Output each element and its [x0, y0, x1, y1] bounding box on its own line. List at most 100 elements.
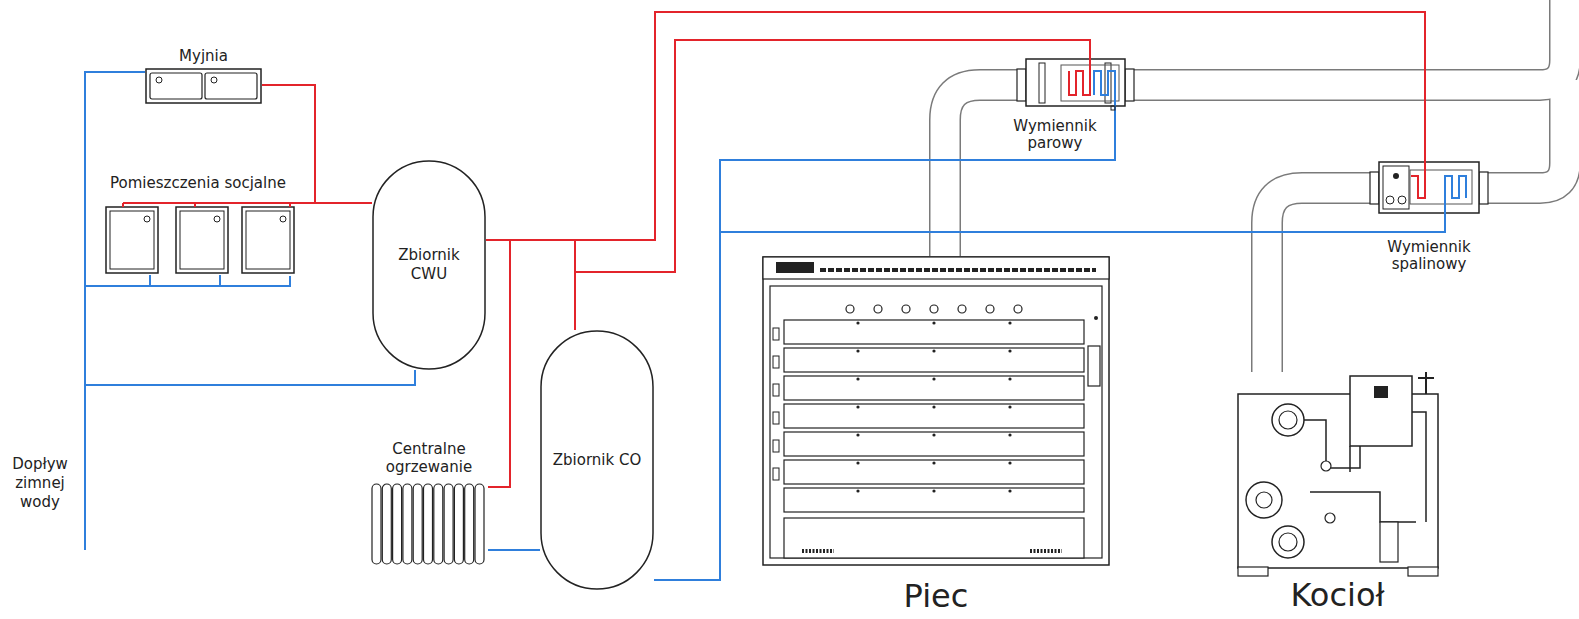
drawing-part [820, 268, 1096, 272]
drawing-part [1256, 492, 1272, 508]
hot-water-pipe [486, 240, 575, 330]
drawing-part [180, 211, 224, 269]
drawing-part [1017, 69, 1026, 101]
drawing-part [1014, 305, 1022, 313]
return-water-pipe [654, 110, 1115, 580]
drawing-part [802, 549, 1062, 553]
steam-exchanger: Wymiennik parowy [1017, 55, 1134, 110]
hot-water-pipe [486, 40, 1090, 272]
drawing-part [1238, 567, 1268, 576]
pipe-line [488, 549, 540, 551]
node-label: Zbiornik CWU [383, 246, 475, 284]
return-water-pipe [85, 276, 415, 385]
drawing-part [1246, 482, 1282, 518]
drawing-part [1425, 176, 1445, 215]
drawing-part [393, 484, 402, 564]
hot-water-tank: Zbiornik CWU [372, 160, 486, 370]
drawing-part [1094, 71, 1115, 110]
drawing-part [773, 384, 779, 396]
drawing-part [856, 489, 859, 492]
pipe-line [85, 276, 415, 385]
pipe-line [486, 240, 510, 487]
drawing-part [856, 349, 859, 352]
drawing-part [902, 305, 910, 313]
drawing-part [932, 349, 935, 352]
drawing-part [1088, 346, 1100, 386]
drawing-part [1094, 316, 1098, 320]
node-label: Kocioł [1238, 577, 1438, 613]
drawing-part [1479, 172, 1488, 204]
flue-pipe-continuation [1130, 0, 1565, 188]
drawing-part [1379, 162, 1479, 213]
drawing-part [1272, 404, 1304, 436]
pipe-line [85, 72, 415, 385]
drawing-part [773, 328, 779, 340]
drawing-part [856, 377, 859, 380]
drawing-part [1398, 196, 1406, 204]
shape-outline [100, 198, 296, 276]
supply-label: Dopływ zimnej wody [4, 455, 76, 512]
flue-pipe-wall [945, 85, 1017, 256]
drawing-part [1374, 386, 1388, 398]
drawing-part [403, 484, 412, 564]
drawing-part [1393, 173, 1399, 179]
hot-water-pipe [486, 240, 510, 487]
drawing-part [773, 440, 779, 452]
drawing-part [1111, 106, 1115, 110]
water-layer [85, 12, 1445, 580]
steam-boiler: Kocioł [1230, 372, 1445, 577]
drawing-part [156, 77, 162, 83]
drawing-part [776, 262, 814, 273]
drawing-part [856, 321, 859, 324]
shape-outline [1017, 55, 1134, 110]
drawing-part [932, 377, 935, 380]
drawing-part [413, 484, 422, 564]
drawing-part [856, 433, 859, 436]
bakery-oven: Piec [762, 256, 1110, 566]
drawing-part [1411, 160, 1425, 198]
drawing-part [1370, 172, 1379, 204]
drawing-part [1069, 55, 1090, 95]
drawing-part [110, 211, 154, 269]
drawing-part [856, 461, 859, 464]
drawing-part [784, 488, 1084, 512]
drawing-part [475, 484, 484, 564]
drawing-part [211, 77, 217, 83]
return-water-pipe [654, 215, 1445, 580]
drawing-part [784, 518, 1084, 558]
drawing-part [784, 348, 1084, 372]
drawing-part [784, 320, 1084, 344]
drawing-part [1272, 526, 1304, 558]
drawing-part [1008, 489, 1011, 492]
drawing-part [150, 73, 202, 99]
drawing-part [1008, 405, 1011, 408]
node-label: Myjnia [144, 47, 264, 65]
pipe-line [296, 202, 372, 204]
drawing-part [932, 405, 935, 408]
node-label: Pomieszczenia socjalne [78, 174, 318, 192]
flue-pipe-inner [1267, 188, 1370, 372]
drawing-part [1383, 166, 1409, 209]
drawing-part [1008, 349, 1011, 352]
drawing-part [242, 207, 294, 273]
pipe-line [654, 215, 1445, 580]
drawing-part [1445, 176, 1466, 215]
drawing-part [373, 161, 485, 369]
drawing-part [932, 489, 935, 492]
drawing-part [424, 484, 433, 564]
drawing-part [1418, 372, 1434, 394]
drawing-part [770, 286, 1102, 558]
drawing-part [784, 460, 1084, 484]
shower-group: Pomieszczenia socjalne [100, 198, 296, 276]
drawing-part [205, 73, 257, 99]
drawing-part [773, 412, 779, 424]
drawing-part [1008, 461, 1011, 464]
drawing-part [846, 305, 854, 313]
shape-outline [1230, 372, 1445, 577]
drawing-part [1008, 433, 1011, 436]
drawing-part [1279, 411, 1297, 429]
node-label: Centralne ogrzewanie [373, 440, 485, 476]
drawing-part [1350, 376, 1412, 446]
drawing-part [214, 216, 220, 222]
